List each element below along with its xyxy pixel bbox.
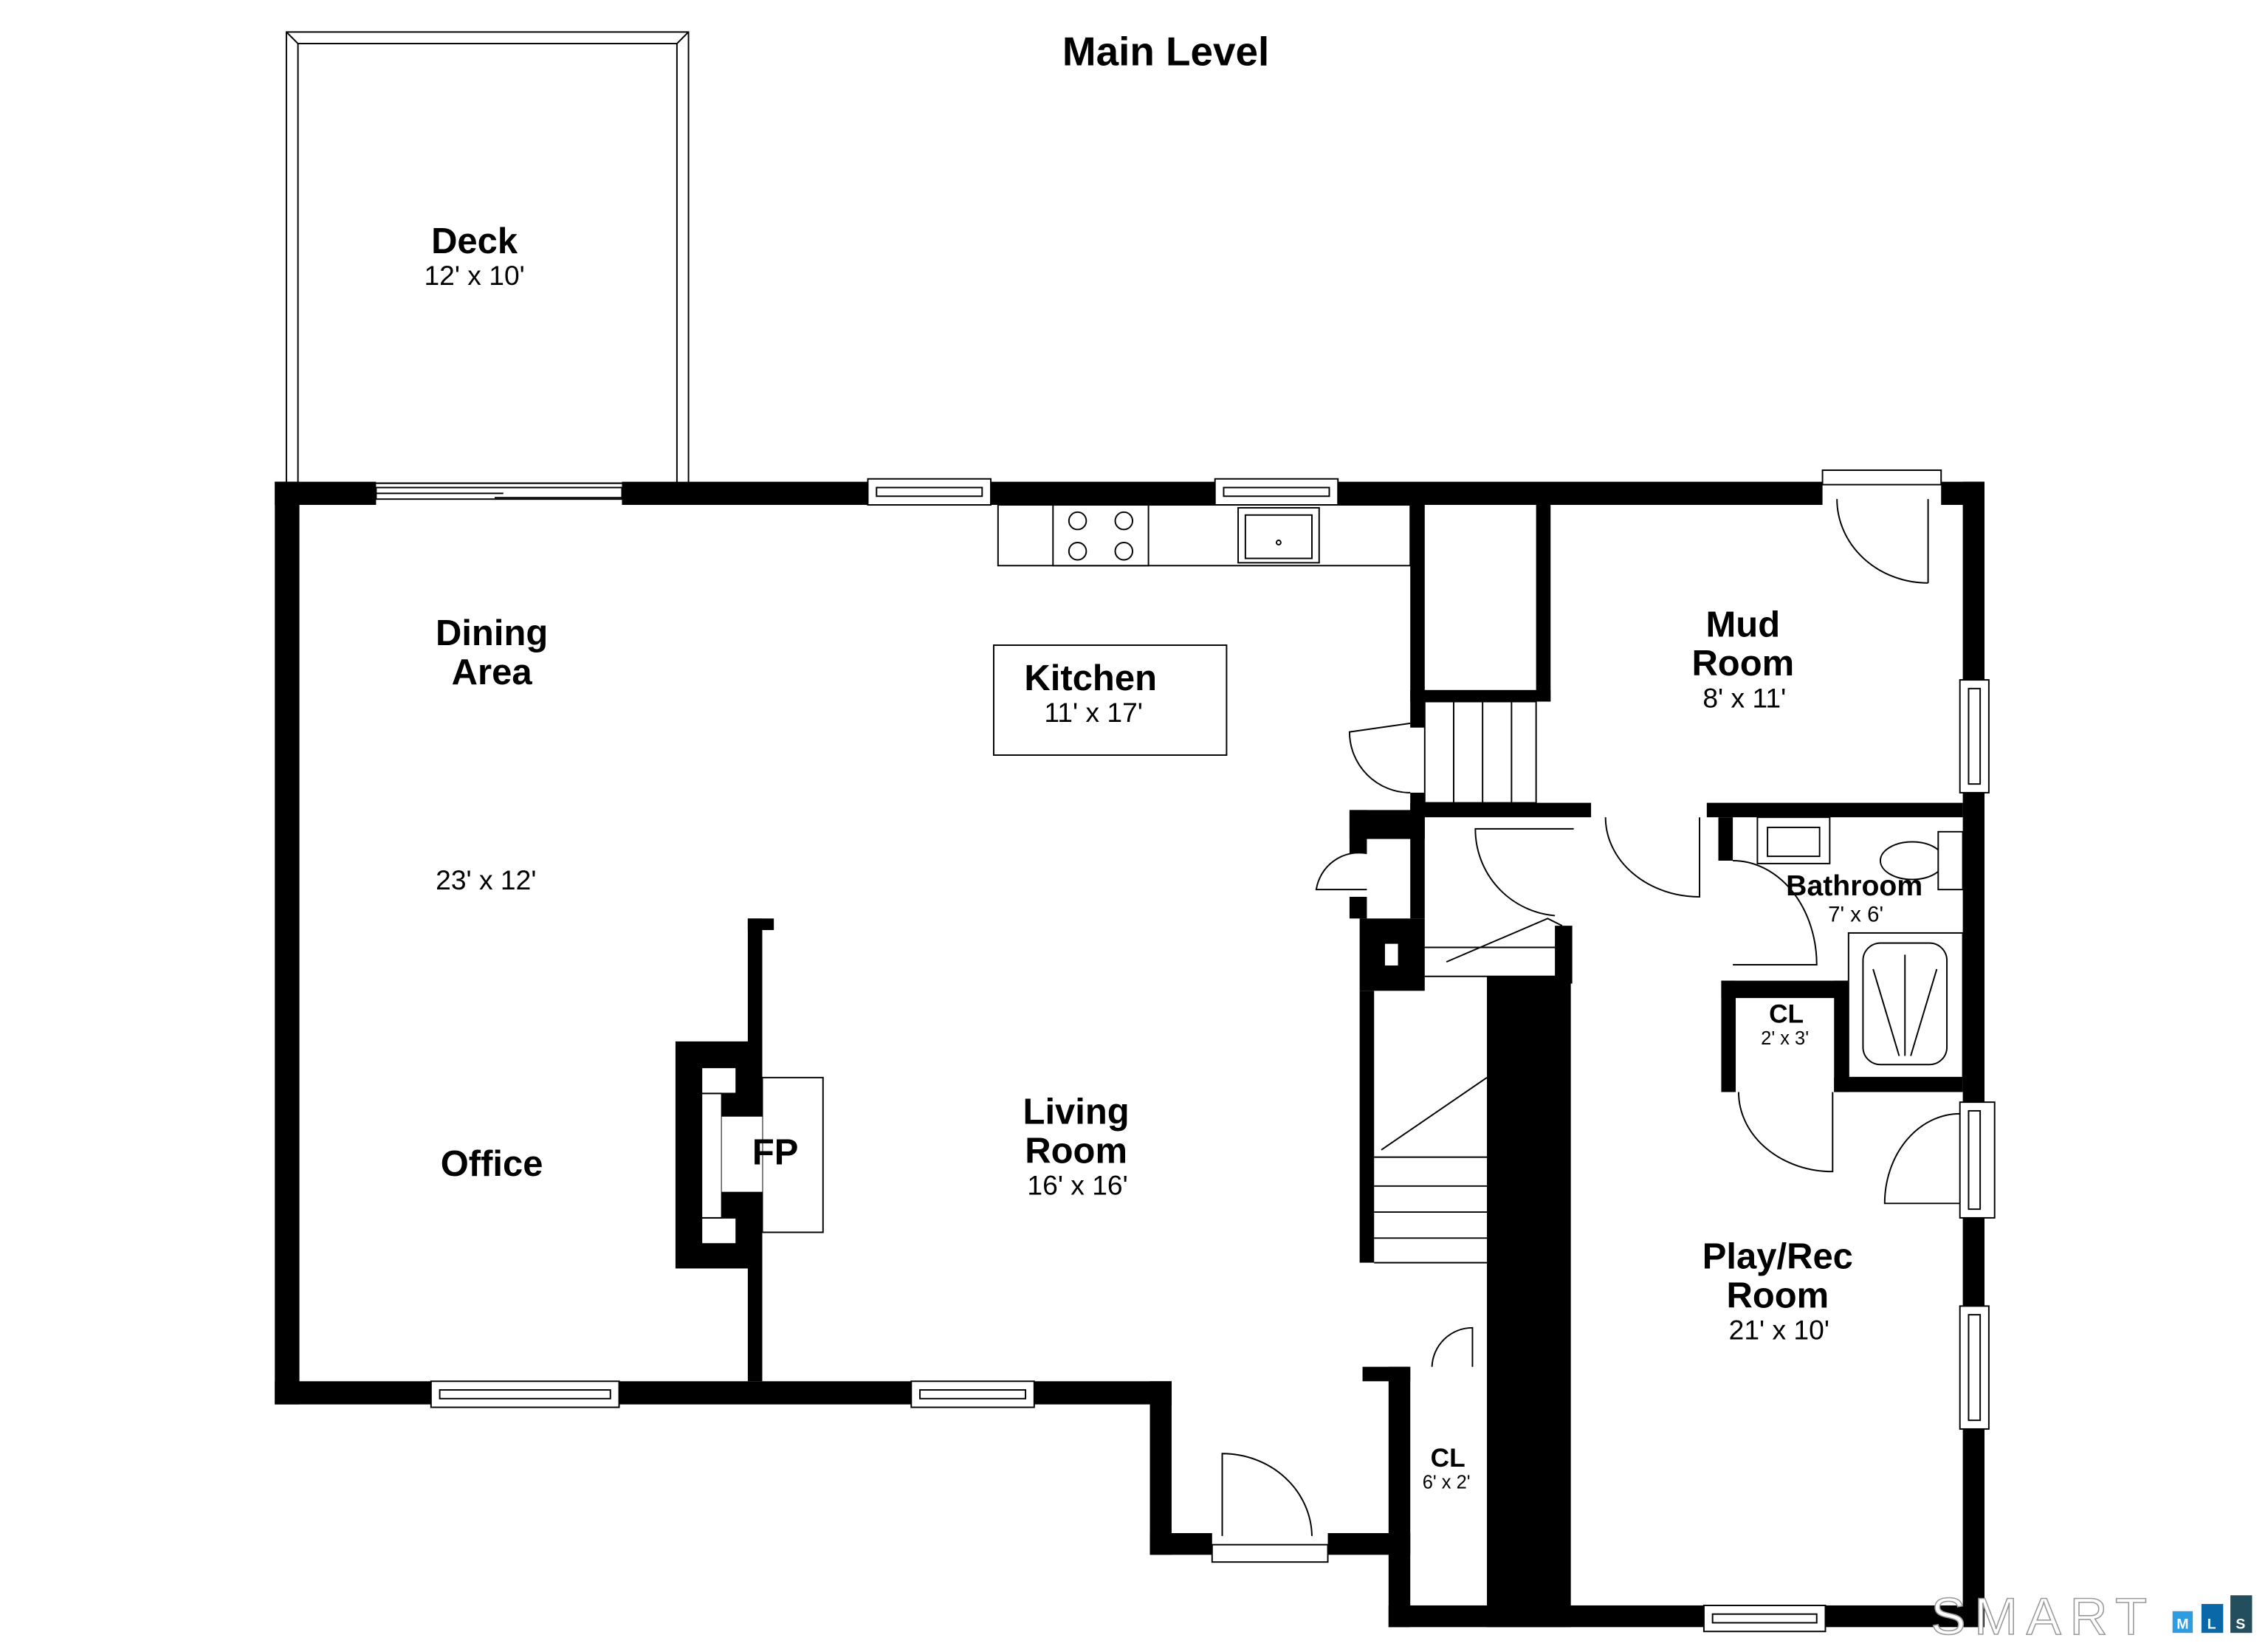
room-name-deck: Deck <box>431 221 518 261</box>
room-name-living-2: Room <box>1025 1131 1127 1171</box>
room-name-closet-bath: CL <box>1769 999 1804 1028</box>
room-dims-kitchen: 11' x 17' <box>1044 697 1143 728</box>
bathroom-fixtures <box>1756 816 1964 1078</box>
room-name-dining-2: Area <box>452 653 533 692</box>
doors <box>1211 499 1960 1563</box>
room-name-kitchen: Kitchen <box>1024 658 1157 698</box>
room-name-dining-1: Dining <box>436 613 548 653</box>
room-dims-mud: 8' x 11' <box>1702 682 1786 713</box>
room-dims-bathroom: 7' x 6' <box>1828 902 1883 926</box>
room-name-living-1: Living <box>1023 1092 1130 1132</box>
deck <box>285 31 690 484</box>
room-name-mud-1: Mud <box>1706 605 1781 644</box>
room-dims-deck: 12' x 10' <box>424 260 524 291</box>
interior-walls <box>747 505 1963 1628</box>
room-dims-living: 16' x 16' <box>1027 1170 1127 1201</box>
room-dims-playrec: 21' x 10' <box>1729 1314 1829 1345</box>
stairs <box>1374 700 1563 1264</box>
logo-text: SMART <box>1931 1587 2156 1645</box>
room-dims-closet-bath: 2' x 3' <box>1761 1028 1809 1049</box>
fireplace-label: FP <box>752 1132 799 1172</box>
room-dims-dining: 23' x 12' <box>436 864 536 895</box>
room-name-closet-hall: CL <box>1431 1444 1465 1473</box>
plan-title: Main Level <box>1062 28 1269 74</box>
room-name-mud-2: Room <box>1691 644 1794 684</box>
room-name-bathroom: Bathroom <box>1786 870 1922 902</box>
windows <box>375 469 1996 1633</box>
room-name-office: Office <box>441 1144 543 1184</box>
logo-badge-s: S <box>2236 1616 2245 1632</box>
kitchen-counter <box>992 504 1412 756</box>
room-name-playrec-2: Room <box>1726 1276 1829 1315</box>
smart-mls-logo: SMART M L S <box>1931 1586 2252 1646</box>
logo-badge-l: L <box>2207 1616 2216 1632</box>
exterior-walls <box>275 481 1984 1628</box>
logo-badge-m: M <box>2176 1616 2188 1632</box>
fireplace <box>675 1041 824 1269</box>
room-dims-closet-hall: 6' x 2' <box>1423 1472 1471 1493</box>
room-name-playrec-1: Play/Rec <box>1702 1236 1853 1276</box>
